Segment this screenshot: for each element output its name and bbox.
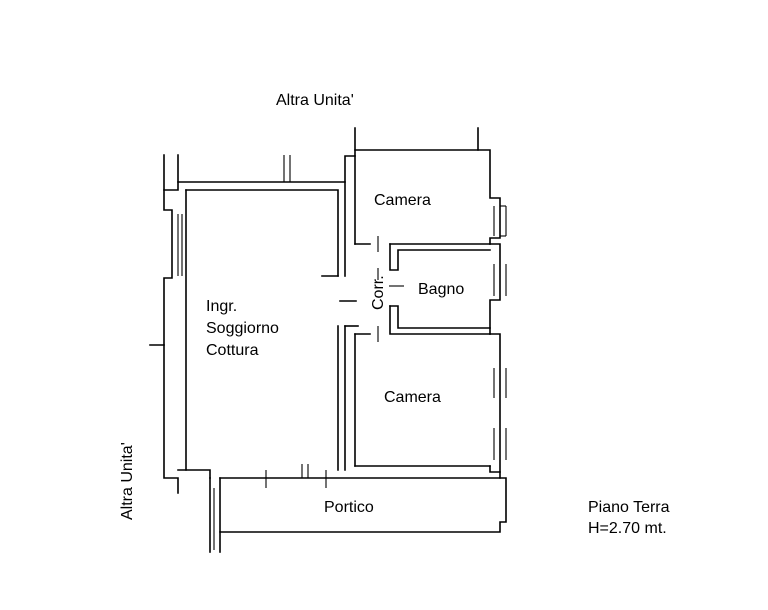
label-floor-name: Piano Terra <box>588 499 670 516</box>
label-corridor: Corr. <box>370 275 387 310</box>
label-bedroom-bottom: Camera <box>384 389 441 406</box>
label-neighbor-top: Altra Unita' <box>276 92 354 109</box>
label-living-line3: Cottura <box>206 342 259 359</box>
label-bathroom: Bagno <box>418 281 464 298</box>
outer-walls <box>149 127 507 553</box>
label-bedroom-top: Camera <box>374 192 431 209</box>
label-ceiling-height: H=2.70 mt. <box>588 520 667 537</box>
label-portico: Portico <box>324 499 374 516</box>
label-neighbor-left: Altra Unita' <box>119 442 136 520</box>
label-living-line1: Ingr. <box>206 298 237 315</box>
inner-walls <box>185 155 491 471</box>
openings <box>177 155 507 550</box>
label-living-line2: Soggiorno <box>206 320 279 337</box>
